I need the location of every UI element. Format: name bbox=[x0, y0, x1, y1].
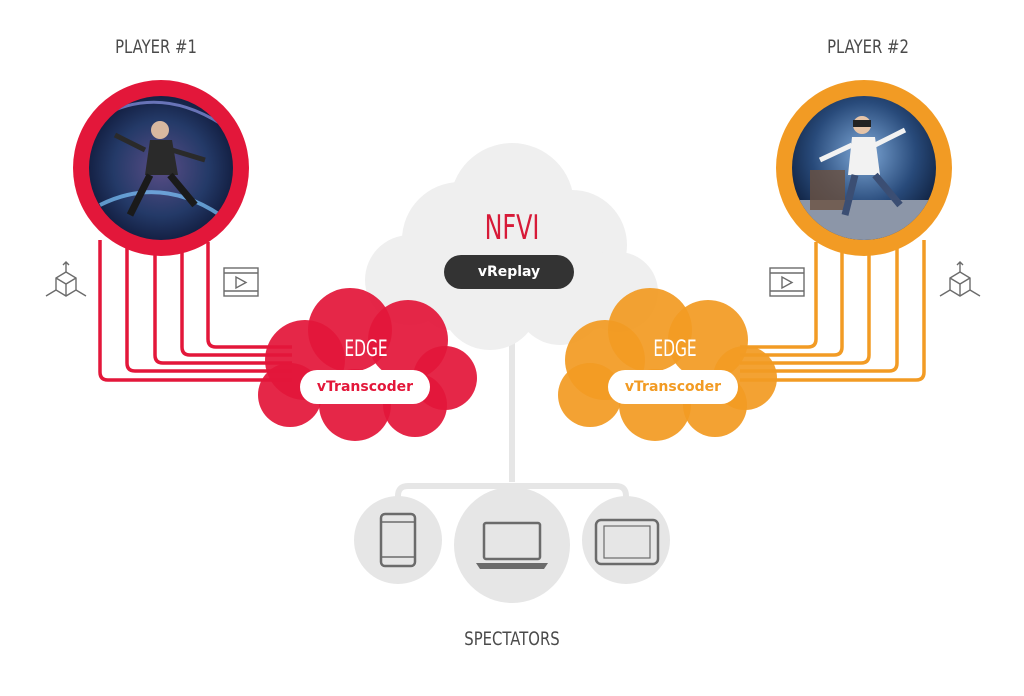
player2-label: PLAYER #2 bbox=[827, 36, 909, 58]
player2-avatar bbox=[776, 80, 952, 256]
edge-left-title: EDGE bbox=[344, 337, 388, 362]
vtranscoder-right-pill: vTranscoder bbox=[608, 370, 738, 404]
spectator-connections bbox=[395, 340, 629, 518]
smartphone-device bbox=[354, 496, 442, 584]
3d-box-icon-right bbox=[939, 261, 981, 297]
video-play-icon-left bbox=[223, 267, 259, 297]
tablet-device bbox=[582, 496, 670, 584]
player2-connections bbox=[740, 240, 926, 382]
video-play-icon-right bbox=[769, 267, 805, 297]
player1-connections bbox=[98, 240, 292, 382]
laptop-device bbox=[454, 487, 570, 603]
spectators-label: SPECTATORS bbox=[464, 628, 560, 650]
3d-box-icon-left bbox=[45, 261, 87, 297]
player1-label: PLAYER #1 bbox=[115, 36, 197, 58]
vreplay-pill: vReplay bbox=[444, 255, 574, 289]
edge-right-title: EDGE bbox=[653, 337, 697, 362]
nfvi-title: NFVI bbox=[484, 208, 540, 248]
vtranscoder-left-pill: vTranscoder bbox=[300, 370, 430, 404]
player1-avatar bbox=[73, 80, 249, 256]
